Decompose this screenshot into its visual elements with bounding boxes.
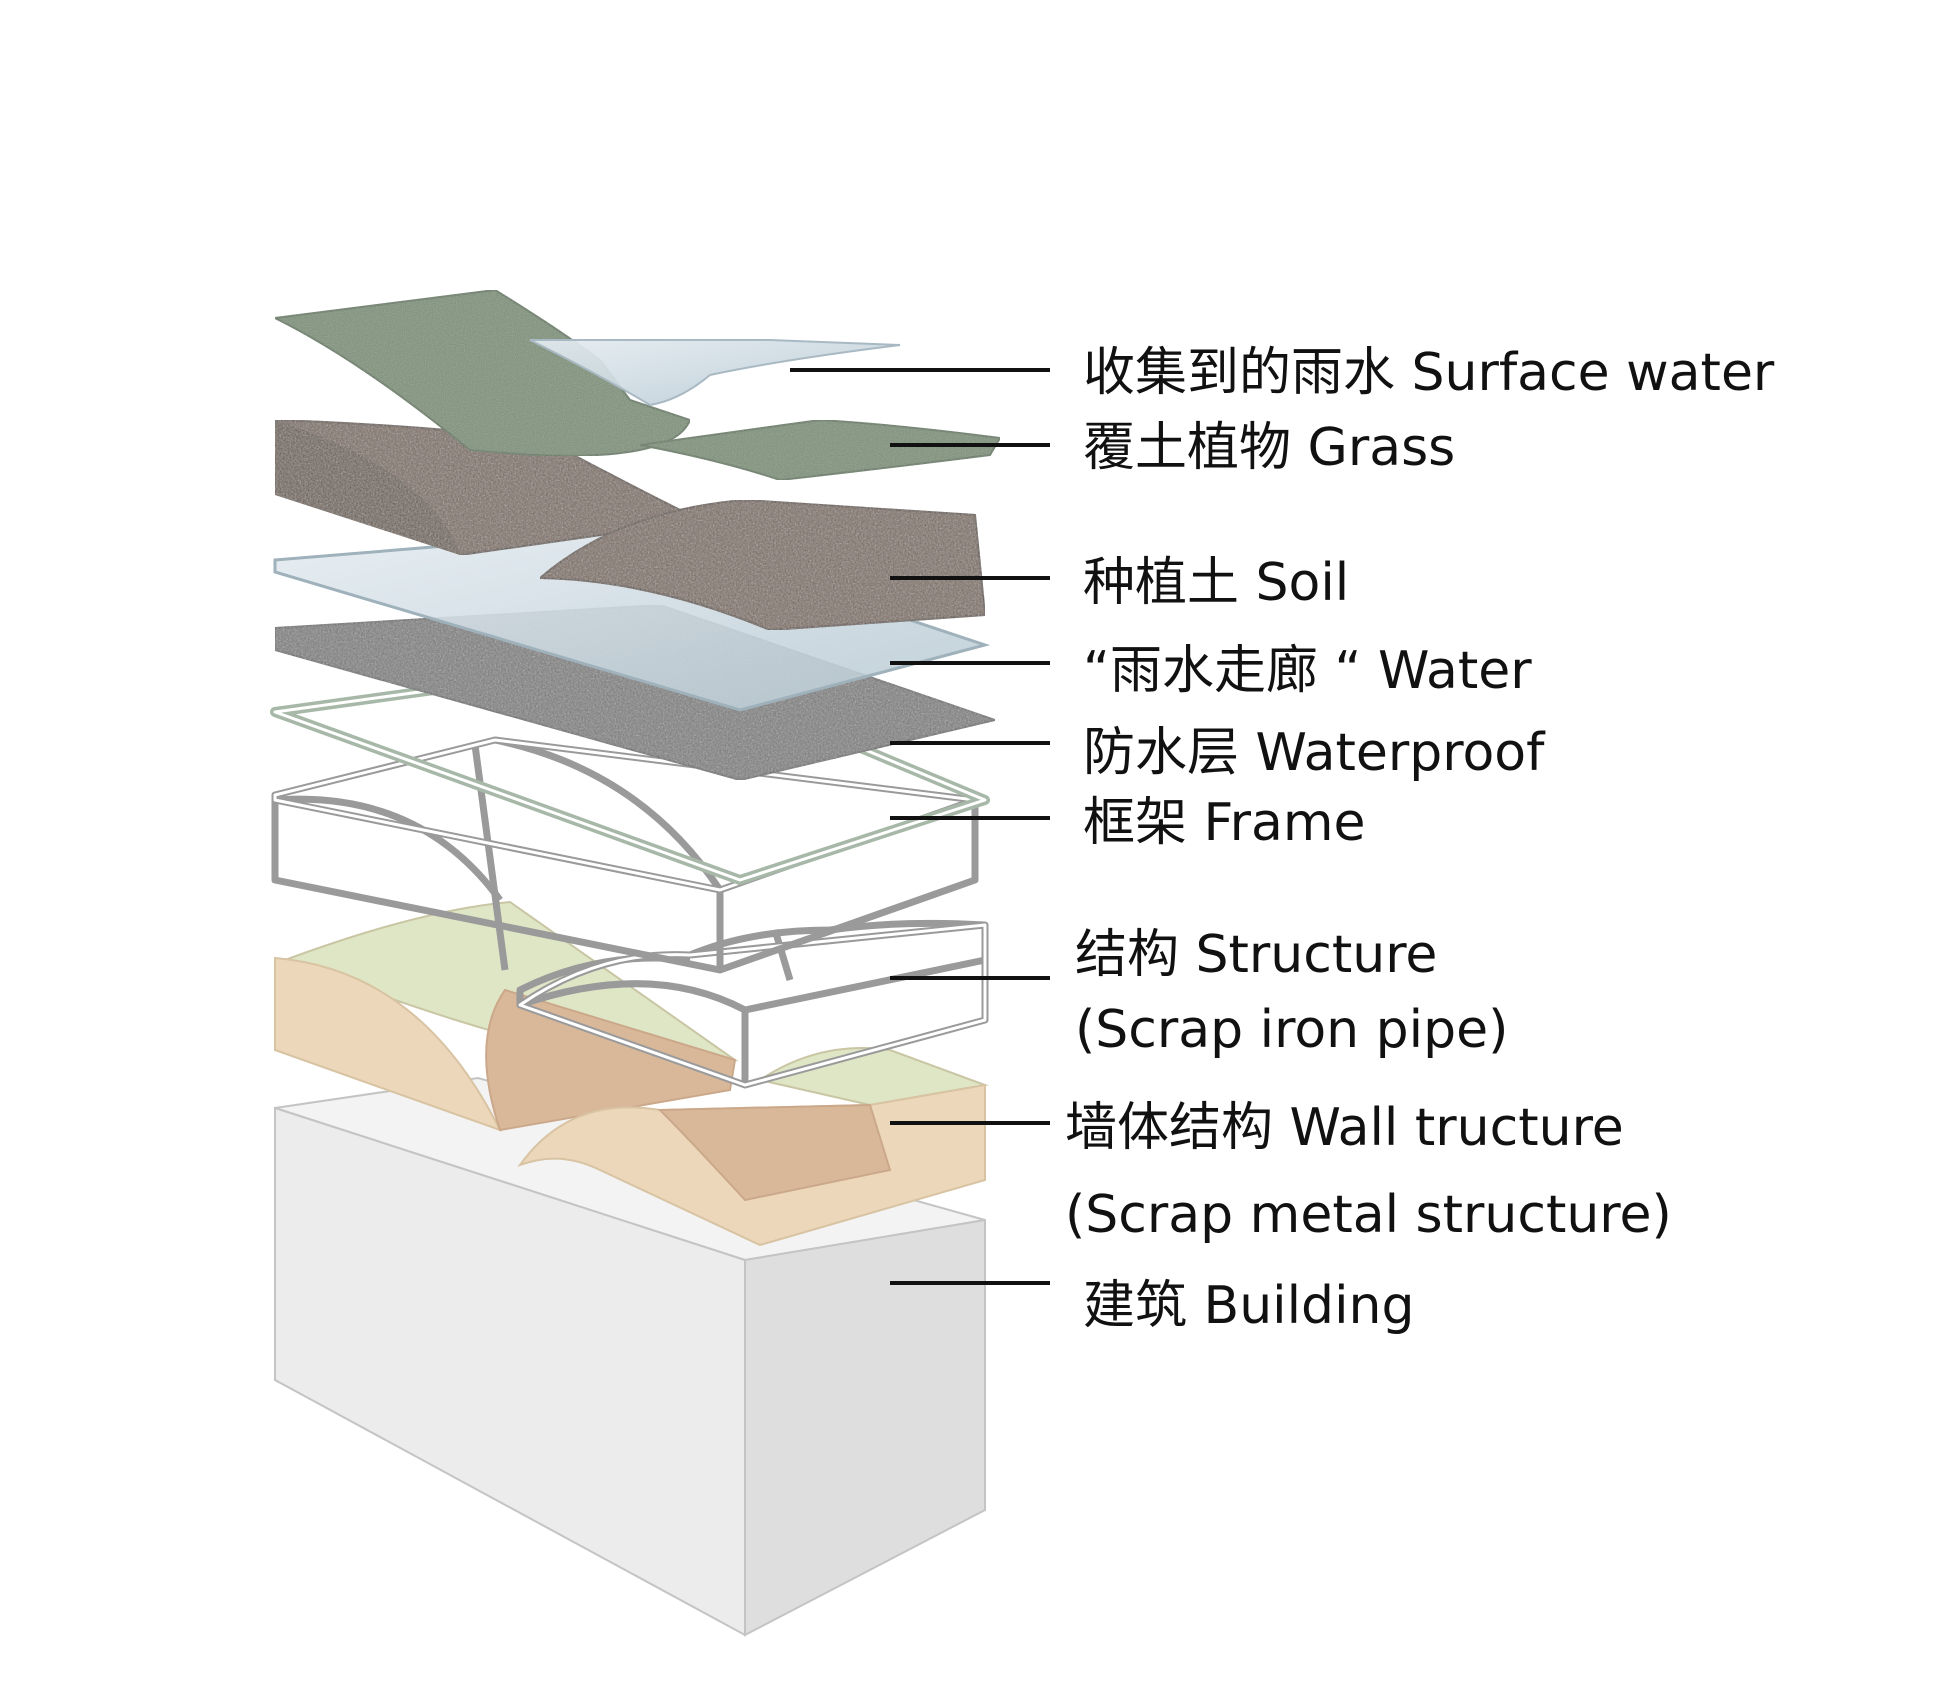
layer-labels: 收集到的雨水 Surface water 覆土植物 Grass 种植土 Soil… (1065, 343, 1775, 1336)
surface-water-layer (529, 339, 901, 407)
label-surface-water: 收集到的雨水 Surface water (1083, 343, 1775, 403)
label-wall-structure: 墙体结构 Wall tructure (1065, 1098, 1624, 1158)
label-frame: 框架 Frame (1083, 793, 1366, 853)
label-wall-structure-sub: (Scrap metal structure) (1065, 1185, 1672, 1245)
leader-lines (790, 368, 1050, 1285)
label-structure-sub: (Scrap iron pipe) (1075, 1000, 1508, 1060)
building-side (744, 1218, 986, 1637)
wall-left-face (485, 988, 737, 1132)
label-building: 建筑 Building (1083, 1276, 1414, 1336)
wall-right-inner (657, 1103, 892, 1202)
label-soil: 种植土 Soil (1083, 553, 1349, 613)
wall-left-front (274, 956, 503, 1132)
soil-layer (274, 418, 987, 632)
label-water: “雨水走廊 “ Water (1083, 641, 1532, 701)
grass-layer (271, 288, 1002, 482)
label-waterproof: 防水层 Waterproof (1083, 723, 1546, 783)
label-structure: 结构 Structure (1075, 925, 1437, 985)
label-grass: 覆土植物 Grass (1083, 418, 1455, 478)
